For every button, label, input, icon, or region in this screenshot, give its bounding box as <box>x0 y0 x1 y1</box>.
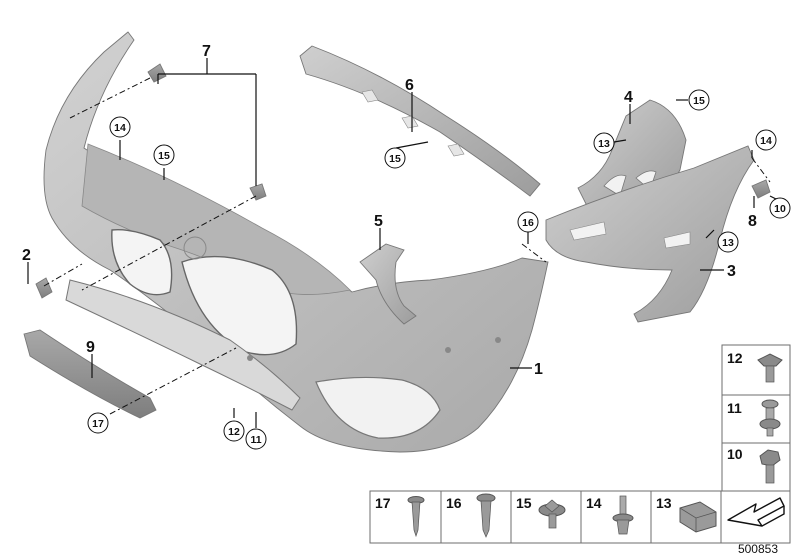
svg-text:15: 15 <box>389 153 401 165</box>
callout-5: 5 <box>374 213 383 230</box>
callout-15-carrier: 15 <box>384 147 406 169</box>
svg-text:13: 13 <box>722 237 734 249</box>
callout-11: 11 <box>245 428 267 450</box>
callout-16: 16 <box>517 211 539 233</box>
callout-13-guide: 13 <box>717 231 739 253</box>
callout-4: 4 <box>624 89 633 106</box>
svg-text:14: 14 <box>586 495 602 511</box>
screw-icon <box>407 496 425 538</box>
callout-14-left: 14 <box>109 116 131 138</box>
svg-text:10: 10 <box>774 203 786 215</box>
license-plate-base <box>23 329 157 419</box>
svg-text:11: 11 <box>250 434 261 446</box>
callout-15-left: 15 <box>153 144 175 166</box>
svg-text:15: 15 <box>516 495 532 511</box>
callout-15-bracket: 15 <box>688 89 710 111</box>
screw-icon <box>757 353 783 383</box>
legend-item-14: 14 <box>586 495 634 535</box>
leader-lines <box>27 58 779 428</box>
svg-text:16: 16 <box>446 495 462 511</box>
guide-bracket <box>359 243 417 325</box>
svg-text:15: 15 <box>693 95 705 107</box>
bumper-trim-panel <box>43 31 549 453</box>
svg-text:14: 14 <box>114 122 126 134</box>
svg-text:17: 17 <box>92 418 104 430</box>
legend-item-13: 13 <box>656 495 717 533</box>
callout-13-bracket: 13 <box>593 132 615 154</box>
svg-text:17: 17 <box>375 495 391 511</box>
arrow-icon <box>727 497 785 527</box>
hex-screw-icon <box>759 449 781 484</box>
tapping-screw-icon <box>476 493 496 538</box>
svg-text:13: 13 <box>656 495 672 511</box>
callout-14-right: 14 <box>755 129 777 151</box>
svg-text:12: 12 <box>228 426 240 438</box>
callout-12: 12 <box>223 420 245 442</box>
side-guide-bracket <box>545 145 755 323</box>
mounting-clip-7a <box>147 63 167 83</box>
document-id: 500853 <box>737 542 778 556</box>
svg-text:11: 11 <box>727 400 742 416</box>
svg-text:14: 14 <box>760 135 772 147</box>
callout-6: 6 <box>405 77 414 94</box>
legend-bottom-row: 17 16 15 14 <box>369 490 791 544</box>
svg-text:15: 15 <box>158 150 170 162</box>
legend-item-17: 17 <box>375 495 425 538</box>
legend-item-12: 12 <box>727 350 783 383</box>
svg-text:12: 12 <box>727 350 743 366</box>
expanding-rivet-icon <box>759 399 781 437</box>
svg-text:13: 13 <box>598 138 610 150</box>
callout-7: 7 <box>202 43 211 60</box>
flange-screw-icon <box>538 499 566 529</box>
callout-9: 9 <box>86 339 95 356</box>
legend-right-column: 12 11 10 <box>721 344 791 492</box>
push-rivet-icon <box>612 495 634 535</box>
callout-3: 3 <box>727 263 736 280</box>
legend-item-11: 11 <box>727 399 781 437</box>
svg-text:10: 10 <box>727 446 743 462</box>
carrier-bracket <box>299 45 541 197</box>
callout-17: 17 <box>87 412 109 434</box>
callout-8: 8 <box>748 213 757 230</box>
legend-item-10: 10 <box>727 446 781 484</box>
legend-item-15: 15 <box>516 495 566 529</box>
legend-item-arrow <box>727 497 785 527</box>
tow-eye-cover <box>35 277 53 299</box>
legend-item-16: 16 <box>446 493 496 538</box>
callout-1: 1 <box>534 361 543 378</box>
mounting-clip-7b <box>249 183 267 201</box>
clip-nut-icon <box>679 501 717 533</box>
callout-2: 2 <box>22 247 31 264</box>
svg-text:16: 16 <box>522 217 534 229</box>
callout-10: 10 <box>769 197 791 219</box>
mounting-clip-8 <box>751 179 771 199</box>
